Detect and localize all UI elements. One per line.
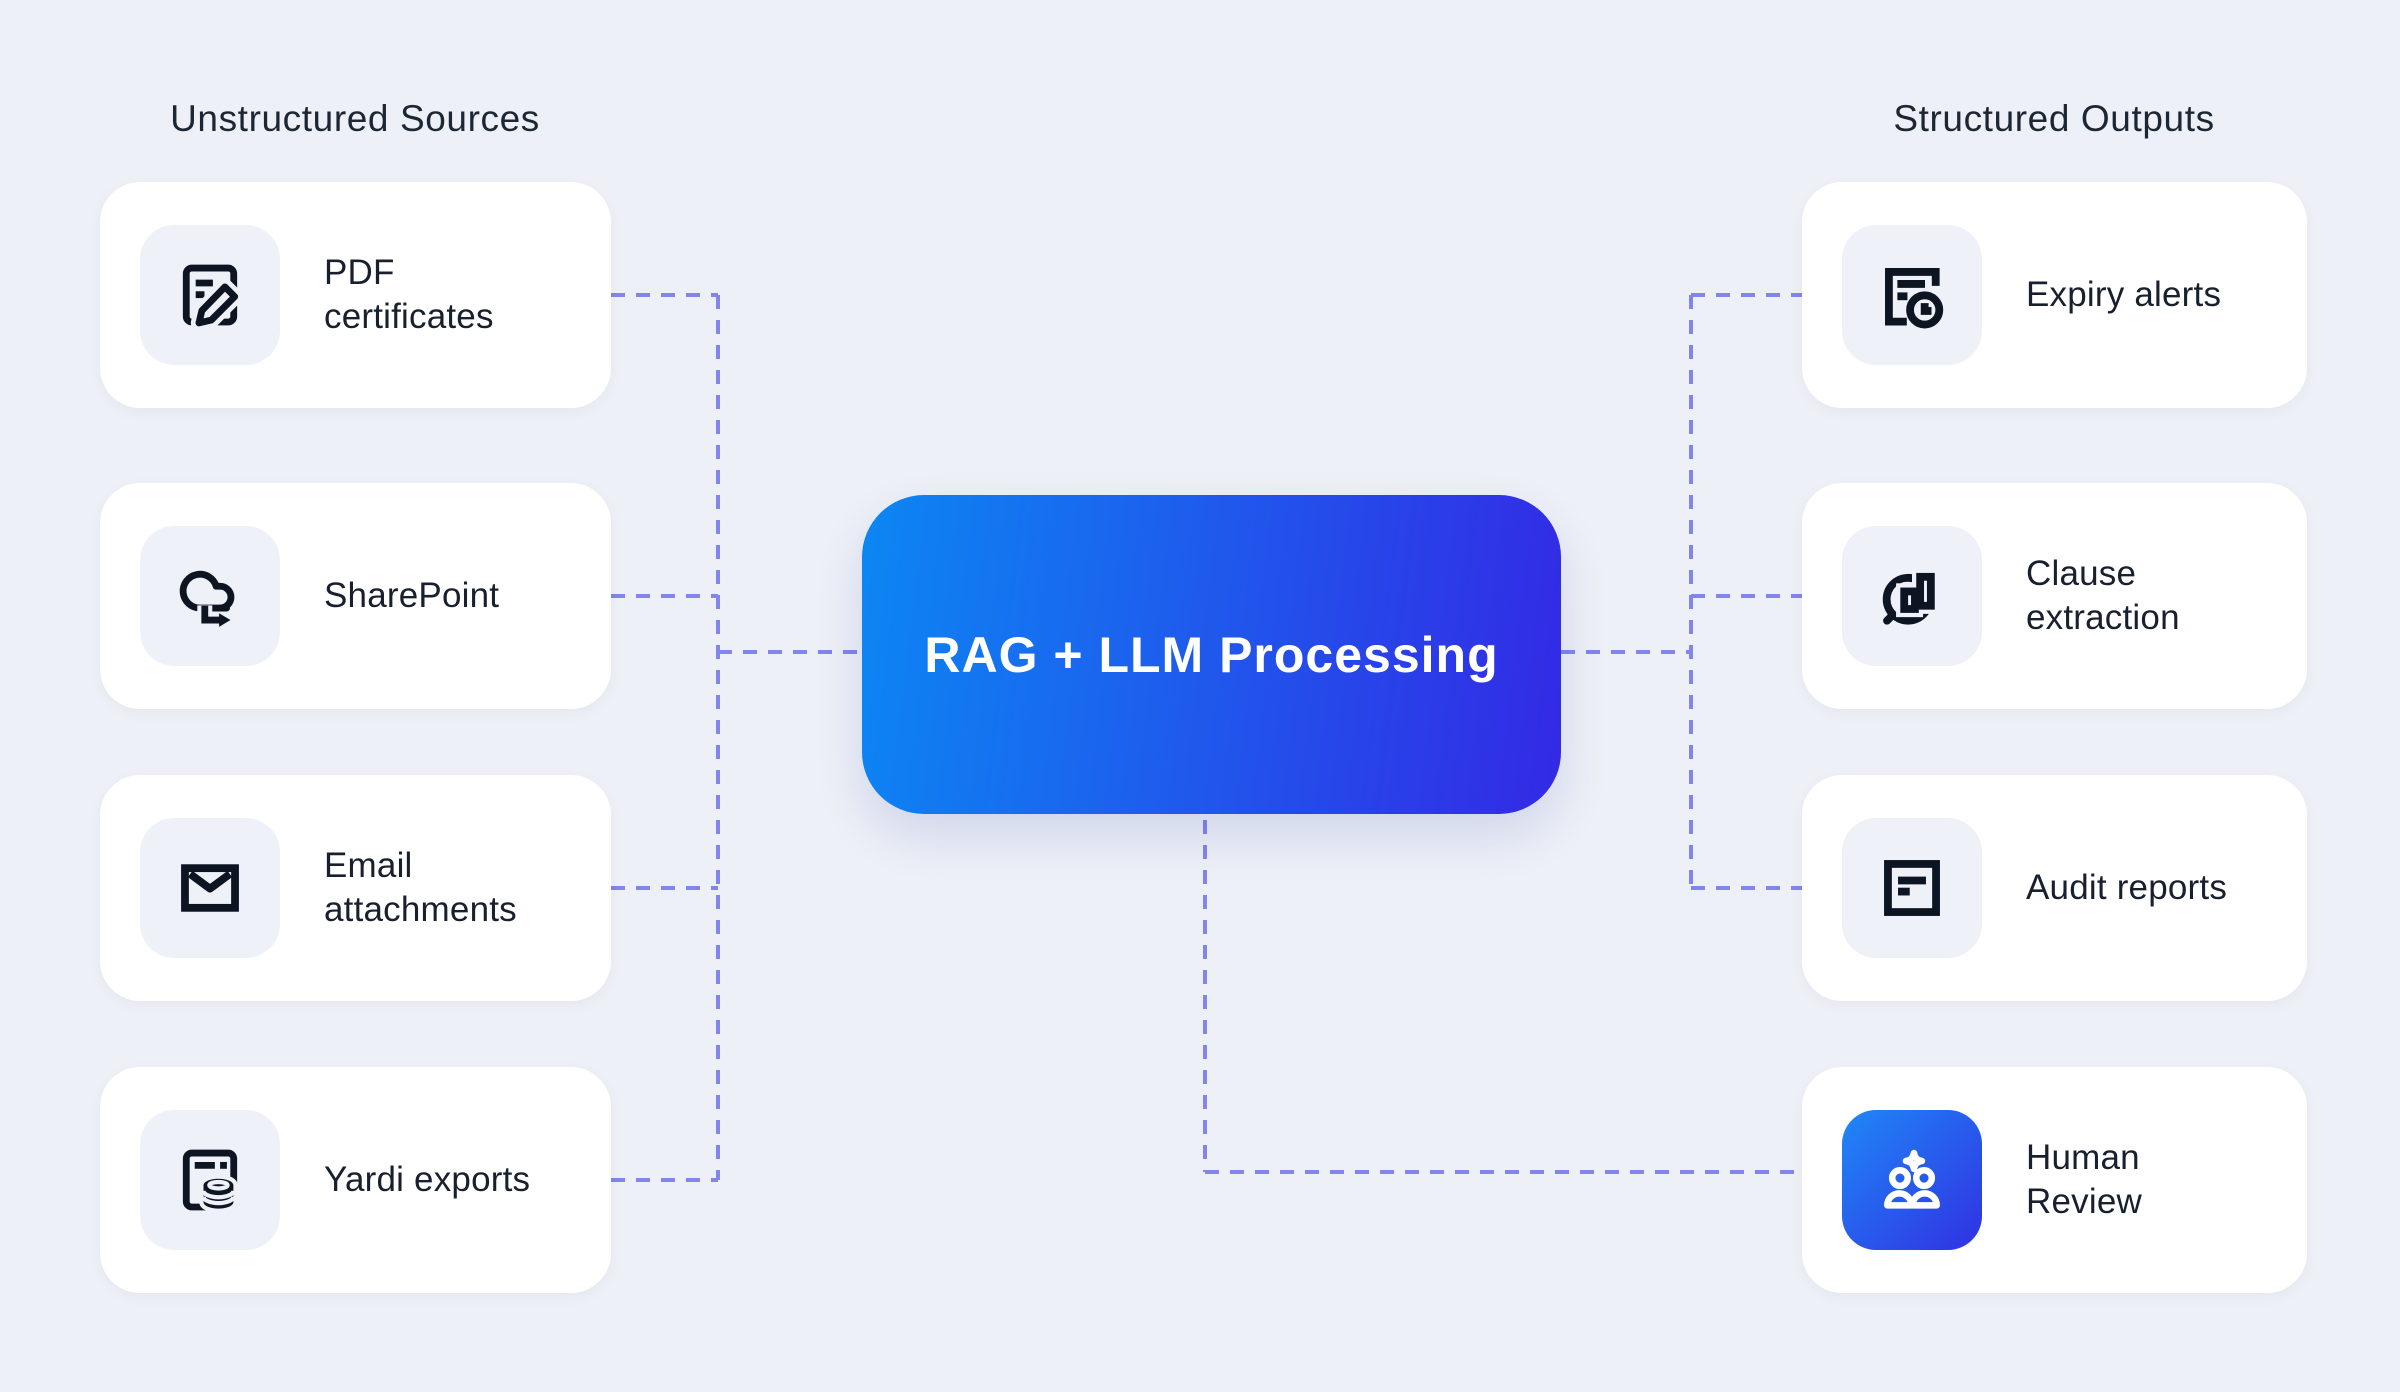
card-email-attachments: Email attachments: [100, 775, 611, 1001]
card-pdf-certificates: PDF certificates: [100, 182, 611, 408]
browser-database-icon: [140, 1110, 280, 1250]
card-label: Email attachments: [324, 845, 517, 929]
card-label: Expiry alerts: [2026, 274, 2222, 314]
report-icon: [1842, 818, 1982, 958]
card-audit-reports: Audit reports: [1802, 775, 2307, 1001]
card-clause-extraction: Clause extraction: [1802, 483, 2307, 709]
cloud-export-icon: [140, 526, 280, 666]
card-label: Clause extraction: [2026, 553, 2180, 637]
process-node: RAG + LLM Processing: [862, 495, 1561, 814]
document-clock-icon: [1842, 225, 1982, 365]
search-chart-icon: [1842, 526, 1982, 666]
left-column-header: Unstructured Sources: [170, 98, 540, 139]
envelope-icon: [140, 818, 280, 958]
people-sparkle-icon: [1842, 1110, 1982, 1250]
card-label: Audit reports: [2026, 867, 2228, 907]
card-label: Human Review: [2026, 1137, 2142, 1221]
card-human-review: Human Review: [1802, 1067, 2307, 1293]
process-node-label: RAG + LLM Processing: [924, 626, 1499, 683]
card-yardi-exports: Yardi exports: [100, 1067, 611, 1293]
card-label: SharePoint: [324, 575, 500, 615]
card-label: PDF certificates: [324, 252, 494, 336]
document-edit-icon: [140, 225, 280, 365]
card-expiry-alerts: Expiry alerts: [1802, 182, 2307, 408]
right-column-header: Structured Outputs: [1893, 98, 2215, 139]
card-label: Yardi exports: [324, 1159, 531, 1199]
card-sharepoint: SharePoint: [100, 483, 611, 709]
